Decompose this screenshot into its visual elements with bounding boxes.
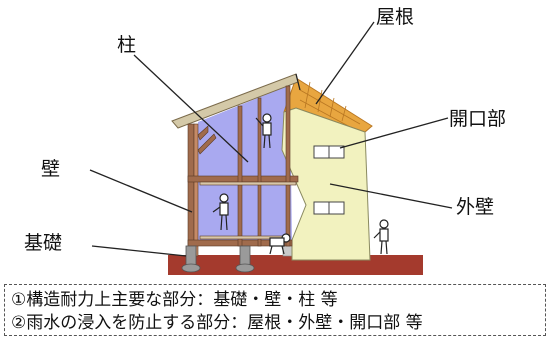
legend-line-structural: ①構造耐力上主要な部分：基礎・壁・柱 等 [11,290,338,310]
person-figure-outside [373,219,389,255]
worker-figure-crouching [269,233,291,255]
worker-figure-upper [255,113,272,149]
label-exterior-wall: 外壁 [456,196,495,218]
framing [187,85,299,257]
leader-exterior-wall [329,183,453,209]
label-foundation: 基礎 [24,232,63,254]
leader-pillar-2 [295,73,301,91]
worker-figure-middle [212,193,229,231]
label-pillar: 柱 [117,34,137,56]
label-opening: 開口部 [449,108,507,130]
leader-roof [315,21,375,105]
leader-lines [89,21,453,257]
label-roof: 屋根 [376,6,415,28]
leader-opening [339,117,449,149]
window-lower [313,201,345,215]
leader-foundation [91,245,187,257]
window-upper [313,145,345,159]
legend-line-rainwater: ②雨水の浸入を防止する部分：屋根・外壁・開口部 等 [11,313,423,333]
leader-wall [89,169,193,213]
foundation-posts [181,245,255,273]
leader-pillar [133,54,249,163]
label-wall: 壁 [41,158,61,180]
legend-box: ①構造耐力上主要な部分：基礎・壁・柱 等 ②雨水の浸入を防止する部分：屋根・外壁… [4,284,546,336]
